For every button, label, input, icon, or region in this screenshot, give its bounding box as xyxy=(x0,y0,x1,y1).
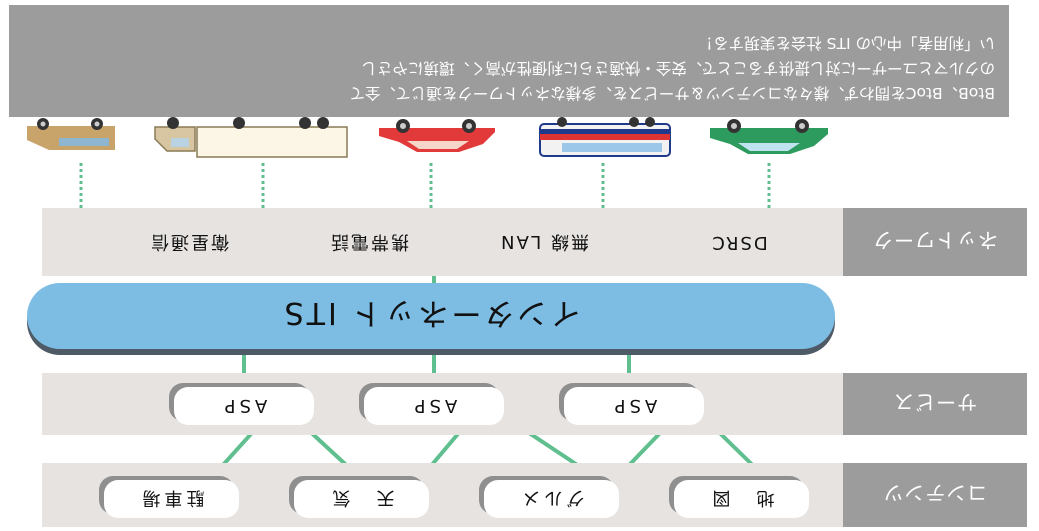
sedan-car-icon xyxy=(710,119,828,154)
network-layer-label: ネットワーク xyxy=(843,208,1027,276)
network-dsrc: DSRC xyxy=(710,232,768,254)
contents-map: 地 図 xyxy=(674,480,809,518)
network-satellite: 衛星通信 xyxy=(149,231,229,252)
contents-weather: 天 気 xyxy=(294,480,429,518)
truck-icon xyxy=(154,117,348,158)
description-line: BtoB、BtoCを問わず、様々なコンテンツ＆サービスを、多様なネットワークを通… xyxy=(349,84,996,102)
red-car-icon xyxy=(379,119,495,152)
contents-parking: 駐車場 xyxy=(104,480,239,518)
description-box: BtoB、BtoCを問わず、様々なコンテンツ＆サービスを、多様なネットワークを通… xyxy=(9,5,1009,117)
bus-icon xyxy=(539,117,671,157)
van-icon xyxy=(27,118,115,150)
asp-box: ASP xyxy=(174,387,314,425)
description-line: い「利用者」中心の ITS 社会を実現する！ xyxy=(697,34,995,52)
description-line: のクルマとユーザーに対し提供することで、安全・快適さらに利便性が高く、環境にやさ… xyxy=(361,59,995,77)
service-layer-label: サービス xyxy=(843,373,1027,435)
contents-layer-label: コンテンツ xyxy=(843,463,1027,527)
internet-its-bar: インターネット ITS xyxy=(27,283,835,349)
contents-gourmet: グルメ xyxy=(484,480,619,518)
network-wireless-lan: 無線 LAN xyxy=(499,231,589,252)
asp-box: ASP xyxy=(364,387,504,425)
network-mobile-phone: 携帯電話 xyxy=(329,231,409,252)
asp-box: ASP xyxy=(564,387,704,425)
